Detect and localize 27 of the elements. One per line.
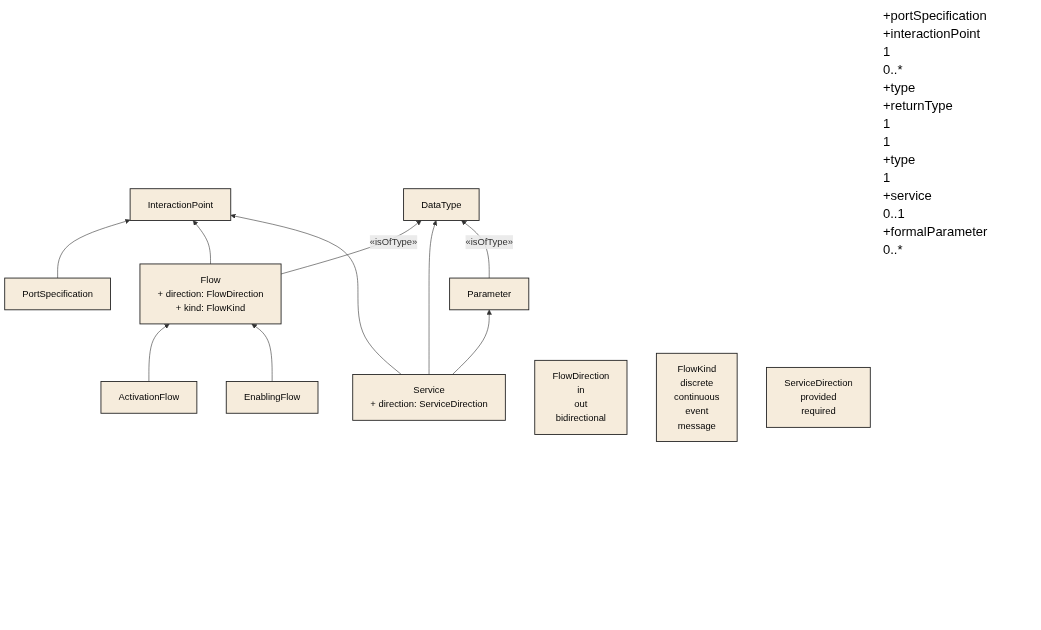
node-box: FlowKind discrete continuous event message (655, 352, 738, 442)
role-label: 1 (883, 134, 892, 149)
node-box: ActivationFlow (100, 381, 198, 414)
node-box: EnablingFlow (225, 381, 319, 414)
node-box: InteractionPoint (129, 188, 232, 221)
node-box: FlowDirection in out bidirectional (534, 359, 628, 435)
role-label: 1 (883, 116, 892, 131)
role-label: +returnType (883, 98, 954, 113)
role-label: +service (883, 188, 933, 203)
role-label: 1 (883, 170, 892, 185)
role-label: +type (883, 152, 917, 167)
role-label: 0..1 (883, 206, 906, 221)
role-label: +interactionPoint (883, 26, 982, 41)
node-box: PortSpecification (4, 277, 111, 311)
role-label: +portSpecification (883, 8, 988, 23)
role-label: 0..* (883, 242, 904, 257)
node-box: Parameter (449, 277, 530, 311)
role-label: +type (883, 80, 917, 95)
edge-label: «isOfType» (465, 236, 513, 247)
edge-label: «isOfType» (369, 236, 418, 247)
role-label: 1 (883, 44, 892, 59)
node-box: Flow + direction: FlowDirection + kind: FlowKind (139, 263, 282, 325)
node-box: ServiceDirection provided required (766, 366, 871, 428)
role-label: 0..* (883, 62, 904, 77)
role-label: +formalParameter (883, 224, 989, 239)
node-box: DataType (403, 188, 480, 221)
node-box: Service + direction: ServiceDirection (352, 373, 506, 421)
